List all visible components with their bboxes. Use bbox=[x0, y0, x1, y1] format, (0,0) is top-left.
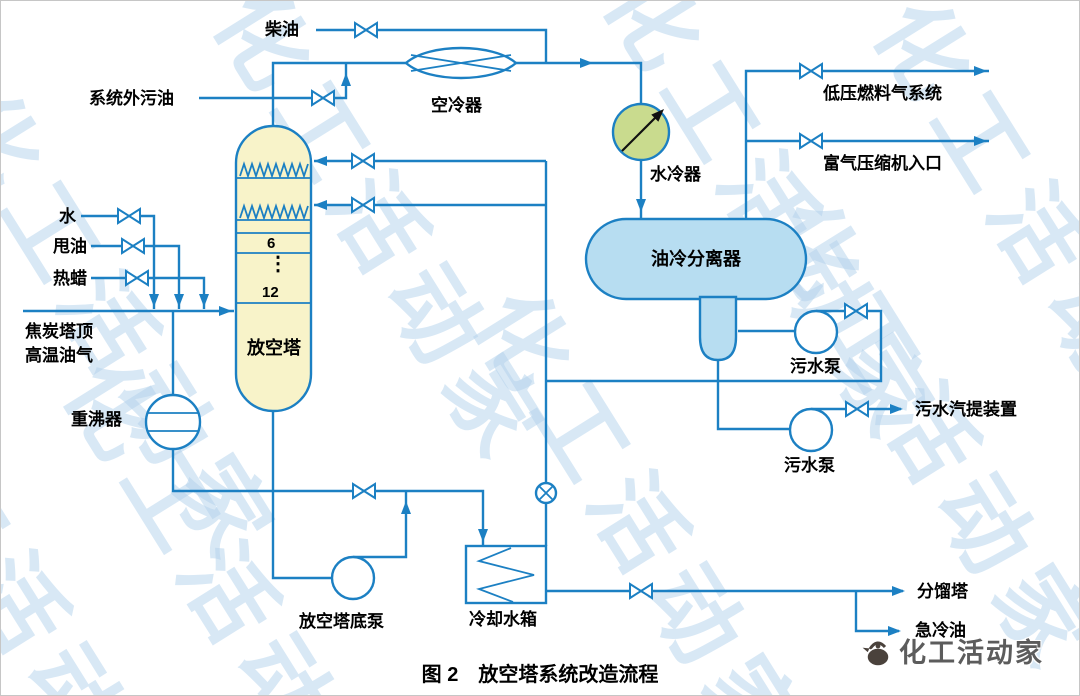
vent-tower bbox=[234, 124, 313, 413]
valve-upper-return bbox=[351, 153, 375, 169]
valve-bottoms bbox=[352, 483, 376, 499]
separator-water-boot bbox=[698, 295, 738, 362]
pipe-bottom-pump-discharge bbox=[353, 491, 408, 559]
flow-arrow bbox=[890, 404, 903, 414]
flow-arrow bbox=[219, 306, 232, 316]
cooling-tank-coil bbox=[476, 547, 535, 603]
site-logo: 化工活动家 bbox=[859, 631, 1044, 670]
flow-arrow bbox=[580, 58, 593, 68]
logo-kettle-icon bbox=[859, 641, 890, 667]
water-cooler-arrowhead bbox=[651, 109, 664, 122]
sewage-pump-1 bbox=[793, 309, 839, 355]
pipe-tower-overhead bbox=[271, 61, 406, 126]
figure-caption: 图 2 放空塔系统改造流程 bbox=[421, 664, 659, 686]
sewage-pump-2 bbox=[788, 407, 834, 453]
valve-sewage-pump2 bbox=[845, 401, 869, 417]
oil-cooling-separator bbox=[584, 217, 808, 301]
flow-arrow bbox=[892, 586, 905, 596]
flow-arrow bbox=[974, 66, 987, 76]
flow-arrow bbox=[174, 294, 184, 307]
pipe-aircooler-outlet bbox=[516, 61, 643, 104]
air-cooler-internals bbox=[410, 54, 512, 72]
pipe-reboiler-draw bbox=[171, 449, 273, 493]
flow-arrow bbox=[314, 156, 327, 166]
pipe-boot-to-pump2 bbox=[716, 361, 790, 431]
flow-arrow bbox=[199, 294, 209, 307]
pipe-diesel-injection bbox=[316, 28, 548, 63]
valve-rich-gas bbox=[799, 133, 823, 149]
pipe-separator-gas-lp bbox=[744, 69, 989, 219]
mixing-valve-x bbox=[538, 485, 554, 501]
pipe-bottoms-to-tank bbox=[273, 489, 485, 546]
valve-tank-outlet bbox=[629, 583, 653, 599]
flow-arrow bbox=[314, 200, 327, 210]
valve-wax bbox=[125, 270, 149, 286]
valve-lower-return bbox=[351, 197, 375, 213]
bottom-pump bbox=[330, 555, 376, 601]
logo-text: 化工活动家 bbox=[899, 638, 1044, 668]
valve-slop bbox=[121, 238, 145, 254]
flow-arrow bbox=[478, 529, 488, 542]
flow-arrow bbox=[401, 501, 411, 514]
pipe-slop-inject bbox=[91, 244, 181, 309]
valve-water bbox=[117, 208, 141, 224]
valve-sewage-pump1 bbox=[844, 303, 868, 319]
flow-arrow bbox=[149, 294, 159, 307]
flow-arrow bbox=[974, 136, 987, 146]
flow-arrow bbox=[341, 73, 351, 86]
pipe-water-inject bbox=[81, 214, 156, 309]
flow-arrow bbox=[636, 199, 646, 212]
valve-diesel bbox=[354, 22, 378, 38]
valve-lp-fuel-gas bbox=[799, 63, 823, 79]
tower-demister-1 bbox=[239, 161, 309, 179]
pipe-quench-oil-branch bbox=[854, 591, 899, 633]
reboiler-tubes bbox=[148, 412, 198, 432]
valve-slop-oil bbox=[311, 90, 335, 106]
reboiler bbox=[144, 393, 202, 451]
water-cooler-arrow bbox=[621, 112, 661, 152]
pipe-tower-bottoms bbox=[271, 411, 332, 580]
tower-demister-2 bbox=[239, 203, 309, 221]
